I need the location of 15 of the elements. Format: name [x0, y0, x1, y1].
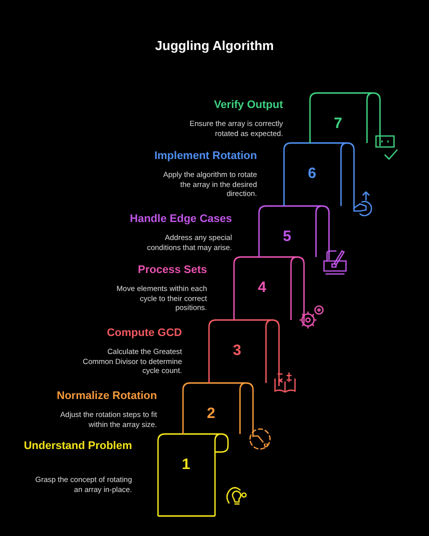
step-number: 1	[180, 456, 192, 473]
step-heading: Process Sets	[136, 264, 207, 277]
step-heading: Compute GCD	[106, 327, 182, 340]
step-heading: Handle Edge Cases	[128, 213, 232, 226]
step-number: 3	[232, 342, 242, 359]
step-heading: Understand Problem	[22, 440, 132, 453]
step-number: 5	[282, 228, 292, 245]
step-number: 4	[256, 279, 268, 296]
step-number: 6	[306, 165, 318, 182]
step-heading: Verify Output	[212, 99, 283, 112]
title: Juggling Algorithm	[154, 38, 275, 53]
step-heading: Normalize Rotation	[56, 390, 157, 403]
step-number: 7	[332, 115, 344, 132]
step-number: 2	[206, 405, 216, 422]
step-heading: Implement Rotation	[153, 150, 257, 163]
